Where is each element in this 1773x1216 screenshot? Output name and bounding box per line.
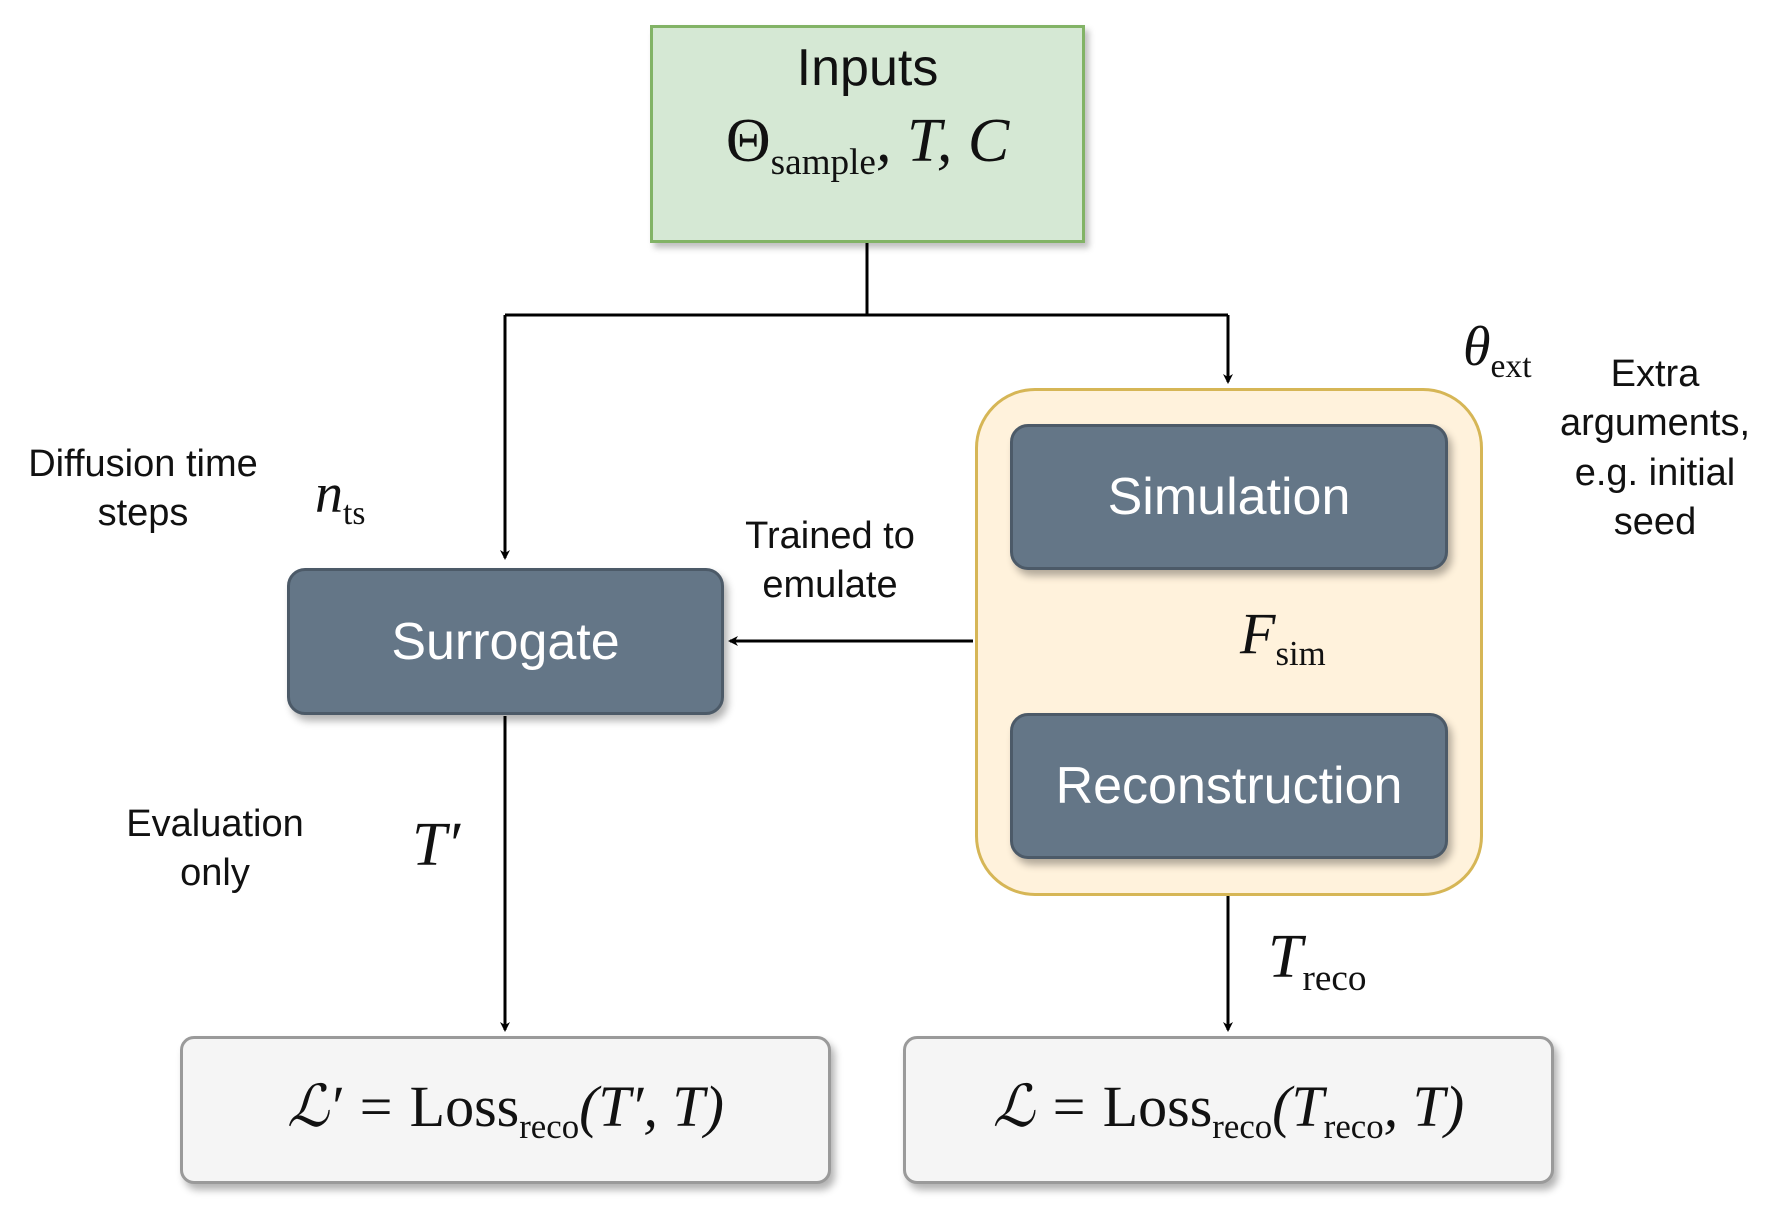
inputs-theta: Θ xyxy=(725,107,771,175)
inputs-box: Inputs Θsample, T, C xyxy=(650,25,1085,243)
surrogate-loss-lhs: ℒ′ = xyxy=(287,1074,410,1140)
diffusion-note-line2: steps xyxy=(97,492,189,535)
f-sub: sim xyxy=(1275,634,1326,674)
extra-note-line3: e.g. initial xyxy=(1574,451,1736,494)
reco-loss-args-open: (T xyxy=(1272,1074,1324,1140)
inputs-rest: , T, C xyxy=(875,107,1010,175)
extra-note-line2: arguments, xyxy=(1559,402,1751,445)
inputs-title: Inputs xyxy=(796,39,939,97)
t-reco-sub: reco xyxy=(1302,958,1367,1000)
reco-loss-args-sub: reco xyxy=(1323,1107,1384,1147)
theta-ext-sub: ext xyxy=(1490,347,1532,385)
trained-note-line2: emulate xyxy=(762,564,898,607)
reco-loss-formula: ℒ = Lossreco(Treco, T) xyxy=(993,1072,1464,1147)
reco-loss-box: ℒ = Lossreco(Treco, T) xyxy=(903,1036,1554,1184)
reco-loss-name: Loss xyxy=(1102,1074,1213,1140)
surrogate-loss-sub: reco xyxy=(519,1107,580,1147)
inputs-formula: Θsample, T, C xyxy=(726,106,1009,184)
reco-loss-sub: reco xyxy=(1212,1107,1273,1147)
reconstruction-label: Reconstruction xyxy=(1055,757,1403,815)
t-prime-symbol: T′ xyxy=(412,810,460,881)
trained-note: Trained to emulate xyxy=(720,512,940,611)
f-symbol: F xyxy=(1240,601,1276,666)
surrogate-loss-args: (T′, T) xyxy=(579,1074,724,1140)
simulation-box: Simulation xyxy=(1010,424,1448,570)
diffusion-note: Diffusion time steps xyxy=(8,440,278,539)
reco-loss-lhs: ℒ = xyxy=(992,1074,1103,1140)
extra-args-note: Extra arguments, e.g. initial seed xyxy=(1540,350,1770,548)
t-reco-symbol: Treco xyxy=(1268,922,1366,1000)
f-sim-symbol: Fsim xyxy=(1240,600,1326,674)
n-ts-symbol: nts xyxy=(315,462,365,533)
evaluation-note: Evaluation only xyxy=(100,800,330,899)
trained-note-line1: Trained to xyxy=(745,515,915,557)
theta-ext: θ xyxy=(1463,316,1491,378)
surrogate-label: Surrogate xyxy=(391,612,620,671)
theta-ext-symbol: θext xyxy=(1463,315,1532,386)
reconstruction-box: Reconstruction xyxy=(1010,713,1448,859)
evaluation-note-line1: Evaluation xyxy=(126,803,304,845)
n-symbol: n xyxy=(315,463,343,525)
extra-note-line1: Extra xyxy=(1610,353,1700,395)
diffusion-note-line1: Diffusion time xyxy=(28,443,258,485)
surrogate-loss-name: Loss xyxy=(409,1074,520,1140)
inputs-theta-sub: sample xyxy=(770,142,876,184)
reco-loss-args-close: , T) xyxy=(1383,1074,1465,1140)
surrogate-loss-formula: ℒ′ = Lossreco(T′, T) xyxy=(287,1072,724,1147)
surrogate-loss-box: ℒ′ = Lossreco(T′, T) xyxy=(180,1036,831,1184)
evaluation-note-line2: only xyxy=(180,852,250,895)
t-reco: T xyxy=(1268,923,1303,991)
t-prime: T′ xyxy=(412,811,461,879)
surrogate-box: Surrogate xyxy=(287,568,724,715)
simulation-label: Simulation xyxy=(1107,468,1351,526)
extra-note-line4: seed xyxy=(1613,501,1697,544)
n-sub: ts xyxy=(343,494,366,532)
